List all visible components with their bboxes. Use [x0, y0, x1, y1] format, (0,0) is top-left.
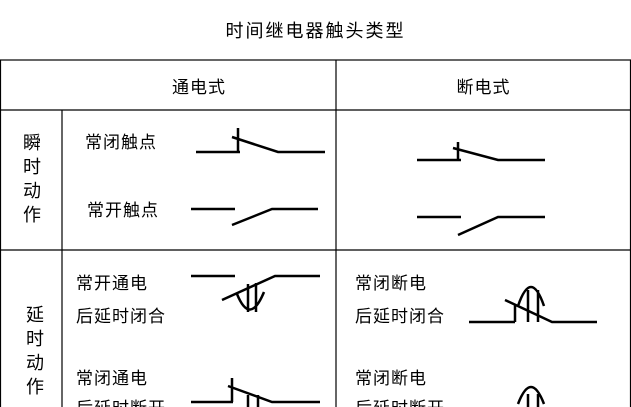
delay-open-on-energize-symbol [191, 378, 320, 407]
nc-contact-symbol-left [196, 128, 325, 154]
page-title: 时间继电器触头类型 [225, 21, 406, 42]
label-bl-1: 常闭通电 [76, 369, 148, 389]
label-tl-1: 常开通电 [76, 274, 148, 294]
nc-contact-symbol-right [417, 142, 545, 162]
no-contact-symbol-left [191, 207, 318, 227]
label-tr-2: 后延时闭合 [355, 307, 445, 327]
label-br-2: 后延时断开 [355, 394, 445, 407]
label-bl-2: 后延时断开 [76, 394, 166, 407]
row-label-instant: 瞬时动作 [23, 133, 41, 226]
row-label-delayed: 延时动作 [26, 305, 44, 398]
label-tl-2: 后延时闭合 [76, 307, 166, 327]
label-br-1: 常闭断电 [355, 369, 427, 389]
label-no-contact: 常开触点 [87, 201, 159, 221]
header-energize: 通电式 [172, 78, 226, 98]
label-nc-contact: 常闭触点 [85, 133, 157, 153]
table-grid [0, 59, 631, 407]
header-deenergize: 断电式 [456, 78, 511, 98]
delay-open-on-deenergize-symbol [516, 385, 546, 407]
delay-close-on-energize-symbol [191, 274, 320, 312]
delay-close-on-deenergize-symbol [469, 285, 597, 324]
label-tr-1: 常闭断电 [355, 274, 427, 294]
no-contact-symbol-right [417, 215, 545, 237]
